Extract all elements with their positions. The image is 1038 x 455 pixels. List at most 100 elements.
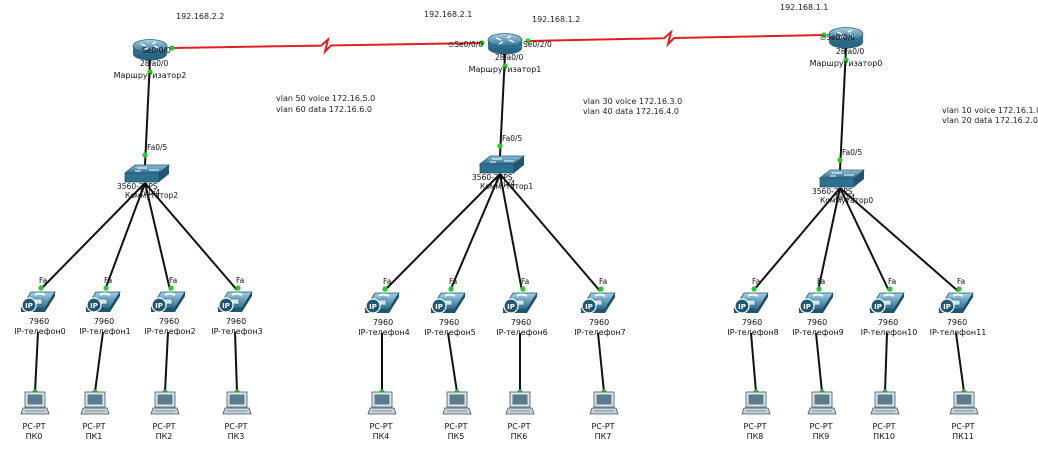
ip-phone-icon[interactable] — [502, 292, 538, 314]
phone-name: IP-телефон7 — [574, 328, 626, 337]
switch-uplink-port-label: Fa0/5 — [842, 148, 863, 157]
ethernet-link[interactable] — [164, 331, 169, 393]
ip-phone-icon[interactable] — [430, 292, 466, 314]
link-light — [520, 286, 526, 292]
ip-phone-icon[interactable] — [85, 291, 121, 313]
ip-phone-icon[interactable] — [869, 292, 905, 314]
phone-model-label: 7960 — [947, 318, 967, 327]
ip-phone-icon[interactable] — [150, 291, 186, 313]
router-fa-port-label: Fa0/0 — [148, 59, 169, 68]
router-fa-port-label: Fa0/0 — [844, 47, 865, 56]
switch-downlink-port-label: Fa0/4 — [140, 188, 161, 197]
ethernet-link[interactable] — [815, 332, 823, 393]
ip-phone-icon[interactable] — [217, 291, 253, 313]
pc-icon[interactable] — [741, 391, 771, 415]
ip-phone-icon[interactable] — [733, 292, 769, 314]
ethernet-link[interactable] — [750, 332, 757, 393]
ethernet-link[interactable] — [499, 53, 506, 157]
pc-name: ПК4 — [373, 432, 390, 441]
phone-port-label: Fa — [383, 277, 391, 286]
phone-port-label: Fa — [39, 276, 47, 285]
pc-model-label: PC-PT — [743, 422, 766, 431]
ethernet-link[interactable] — [449, 173, 501, 292]
ethernet-link[interactable] — [234, 331, 238, 393]
switch-model-label: 3560-24PS — [117, 182, 158, 191]
ip-phone-icon[interactable] — [580, 292, 616, 314]
pc-icon[interactable] — [870, 391, 900, 415]
pc-name: ПК11 — [952, 432, 974, 441]
ethernet-link[interactable] — [499, 173, 601, 292]
pc-icon[interactable] — [20, 391, 50, 415]
ethernet-link[interactable] — [447, 332, 458, 393]
phone-model-label: 7960 — [29, 317, 49, 326]
serial-link-r1-r0[interactable] — [527, 29, 825, 48]
phone-port-label: Fa — [599, 277, 607, 286]
pc-icon[interactable] — [222, 391, 252, 415]
ip-phone-icon[interactable] — [798, 292, 834, 314]
link-light — [843, 57, 849, 63]
router-icon[interactable] — [487, 32, 523, 56]
pc-icon[interactable] — [807, 391, 837, 415]
pc-name: ПК9 — [813, 432, 830, 441]
router-name: Маршрутизатор0 — [810, 59, 883, 68]
link-light — [751, 286, 757, 292]
switch-icon[interactable] — [479, 155, 525, 174]
ethernet-link[interactable] — [104, 182, 146, 291]
ethernet-link[interactable] — [839, 187, 959, 292]
ethernet-link[interactable] — [597, 332, 605, 393]
pc-icon[interactable] — [80, 391, 110, 415]
pc-name: ПК8 — [747, 432, 764, 441]
pc-model-label: PC-PT — [872, 422, 895, 431]
ethernet-link[interactable] — [34, 331, 39, 393]
phone-model-label: 7960 — [589, 318, 609, 327]
ethernet-link[interactable] — [752, 187, 841, 292]
phone-model-label: 7960 — [511, 318, 531, 327]
pc-model-label: PC-PT — [224, 422, 247, 431]
phone-model-label: 7960 — [742, 318, 762, 327]
ethernet-link[interactable] — [839, 187, 890, 292]
ethernet-link[interactable] — [884, 332, 888, 393]
phone-name: IP-телефон5 — [424, 328, 476, 337]
router-model-label: 28 — [495, 53, 505, 62]
pc-icon[interactable] — [505, 391, 535, 415]
switch-icon[interactable] — [124, 164, 170, 183]
pc-model-label: PC-PT — [507, 422, 530, 431]
switch-icon[interactable] — [819, 169, 865, 188]
link-light — [448, 286, 454, 292]
link-light — [142, 152, 148, 158]
link-light — [821, 32, 827, 38]
pc-name: ПК10 — [873, 432, 895, 441]
pc-model-label: PC-PT — [591, 422, 614, 431]
router-fa-port-label: Fa0/0 — [503, 53, 524, 62]
ethernet-link[interactable] — [839, 47, 847, 171]
ethernet-link[interactable] — [144, 182, 171, 291]
vlan-note-r1-data: vlan 40 data 172.16.4.0 — [583, 107, 679, 116]
ethernet-link[interactable] — [94, 331, 104, 393]
ethernet-link[interactable] — [499, 173, 523, 292]
pc-icon[interactable] — [367, 391, 397, 415]
ethernet-link[interactable] — [144, 59, 151, 166]
phone-name: IP-телефон6 — [496, 328, 548, 337]
link-light — [887, 286, 893, 292]
ip-phone-icon[interactable] — [938, 292, 974, 314]
pc-model-label: PC-PT — [369, 422, 392, 431]
ethernet-link[interactable] — [39, 182, 146, 291]
ethernet-link[interactable] — [144, 182, 238, 291]
pc-icon[interactable] — [150, 391, 180, 415]
pc-icon[interactable] — [949, 391, 979, 415]
pc-icon[interactable] — [442, 391, 472, 415]
phone-model-label: 7960 — [439, 318, 459, 327]
ip-phone-icon[interactable] — [20, 291, 56, 313]
ethernet-link[interactable] — [383, 173, 501, 292]
ip-phone-icon[interactable] — [364, 292, 400, 314]
switch-uplink-port-label: Fa0/5 — [147, 143, 168, 152]
ethernet-link[interactable] — [955, 332, 965, 393]
pc-icon[interactable] — [589, 391, 619, 415]
ip-label-r1-right: 192.168.1.2 — [532, 15, 580, 24]
phone-model-label: 7960 — [159, 317, 179, 326]
serial-link-r2-r1[interactable] — [171, 36, 483, 55]
ethernet-link[interactable] — [817, 187, 841, 292]
ip-label-r0: 192.168.1.1 — [780, 3, 828, 12]
link-light — [816, 286, 822, 292]
phone-name: IP-телефон9 — [792, 328, 844, 337]
